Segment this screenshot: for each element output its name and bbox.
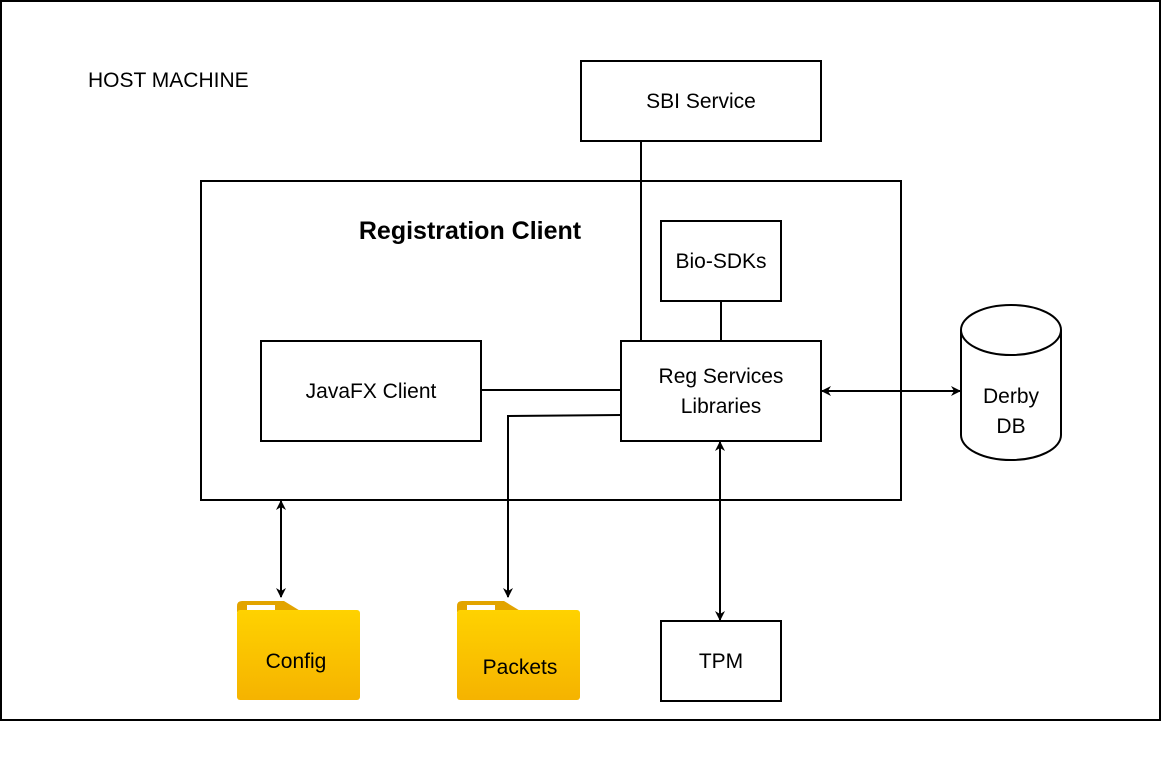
bio-sdks-node: Bio-SDKs xyxy=(660,220,782,302)
bio-sdks-label: Bio-SDKs xyxy=(675,250,766,273)
reg-services-label-line2: Libraries xyxy=(681,395,762,418)
config-label: Config xyxy=(266,650,327,673)
derby-db-node: Derby DB xyxy=(960,304,1062,461)
packets-folder-node: Packets xyxy=(457,601,580,700)
registration-client-title: Registration Client xyxy=(359,217,582,245)
packets-label: Packets xyxy=(483,656,558,679)
javafx-client-node: JavaFX Client xyxy=(260,340,482,442)
derby-db-label: Derby xyxy=(983,385,1040,408)
config-folder-node: Config xyxy=(237,601,360,700)
tpm-node: TPM xyxy=(660,620,782,702)
folder-icon xyxy=(237,601,360,700)
sbi-service-label: SBI Service xyxy=(646,90,756,113)
reg-services-label: Reg Services xyxy=(659,365,784,388)
javafx-client-label: JavaFX Client xyxy=(306,380,437,403)
reg-services-libraries-node: Reg Services Libraries xyxy=(620,340,822,442)
folder-icon xyxy=(457,601,580,700)
edge-reg-services-to-packets xyxy=(503,414,622,598)
database-cylinder-icon xyxy=(960,304,1062,461)
host-machine-label: HOST MACHINE xyxy=(88,69,249,92)
tpm-label: TPM xyxy=(699,650,743,673)
derby-db-label-line2: DB xyxy=(996,415,1025,438)
sbi-service-node: SBI Service xyxy=(580,60,822,142)
